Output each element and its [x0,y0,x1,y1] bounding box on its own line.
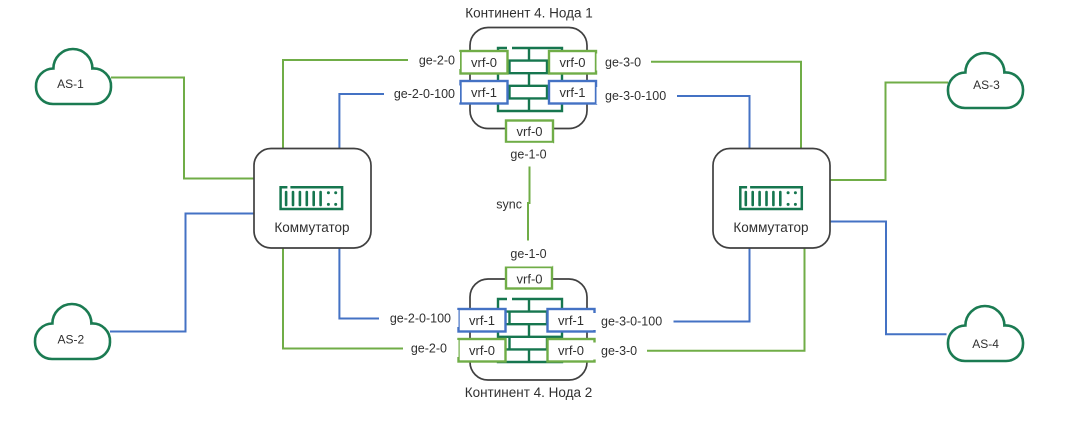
svg-text:vrf-1: vrf-1 [560,85,586,100]
svg-text:AS-2: AS-2 [57,333,84,347]
svg-text:Континент 4. Нода 2: Континент 4. Нода 2 [465,385,593,400]
svg-text:vrf-0: vrf-0 [517,124,543,139]
svg-text:vrf-0: vrf-0 [471,55,497,70]
svg-text:ge-3-0: ge-3-0 [605,56,641,70]
svg-text:vrf-1: vrf-1 [469,313,495,328]
svg-text:Коммутатор: Коммутатор [274,220,349,235]
svg-text:vrf-0: vrf-0 [560,55,586,70]
svg-text:vrf-0: vrf-0 [469,343,495,358]
svg-text:AS-1: AS-1 [57,77,84,91]
svg-text:vrf-0: vrf-0 [558,343,584,358]
svg-text:ge-3-0-100: ge-3-0-100 [601,315,662,329]
svg-text:ge-3-0-100: ge-3-0-100 [605,89,666,103]
svg-text:AS-4: AS-4 [972,337,999,351]
svg-text:Коммутатор: Коммутатор [733,220,808,235]
svg-text:vrf-1: vrf-1 [558,313,584,328]
svg-text:Континент 4. Нода 1: Континент 4. Нода 1 [465,5,593,20]
svg-text:AS-3: AS-3 [973,78,1000,92]
svg-text:vrf-0: vrf-0 [517,271,543,286]
svg-text:ge-2-0-100: ge-2-0-100 [390,312,451,326]
svg-text:ge-2-0-100: ge-2-0-100 [394,87,455,101]
svg-text:vrf-1: vrf-1 [471,85,497,100]
svg-text:ge-1-0: ge-1-0 [510,148,546,162]
svg-text:ge-2-0: ge-2-0 [419,54,455,68]
svg-text:ge-1-0: ge-1-0 [510,247,546,261]
svg-text:ge-3-0: ge-3-0 [601,344,637,358]
svg-text:ge-2-0: ge-2-0 [411,342,447,356]
svg-text:sync: sync [496,198,522,212]
